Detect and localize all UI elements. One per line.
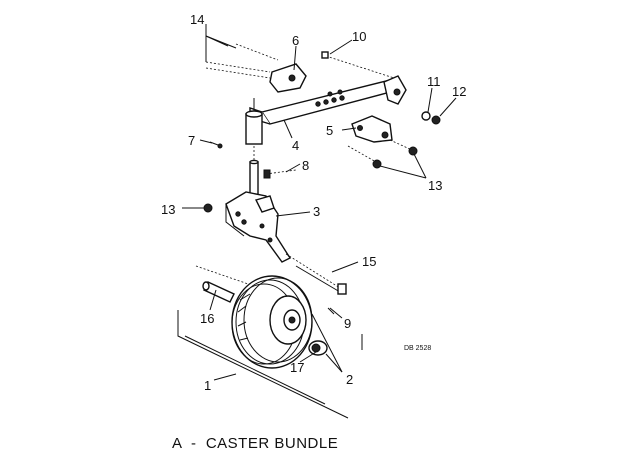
drawing-code: DB 2528 — [404, 345, 431, 352]
callout-6: 6 — [292, 33, 299, 48]
callout-5: 5 — [326, 123, 333, 138]
callout-12: 12 — [452, 84, 466, 99]
caster-wheel — [231, 275, 313, 369]
callout-13: 13 — [428, 178, 442, 193]
callout-1: 1 — [204, 378, 211, 393]
washer-11 — [421, 111, 431, 121]
bundle-bracket — [177, 310, 363, 419]
axle-bolt-15 — [285, 253, 347, 295]
callout-10: 10 — [352, 29, 366, 44]
callout-11: 11 — [427, 74, 441, 89]
callout-16: 16 — [200, 311, 214, 326]
caster-arm-4 — [249, 75, 407, 125]
callout-4: 4 — [292, 138, 299, 153]
callout-3: 3 — [313, 204, 320, 219]
nut-13-group — [203, 139, 418, 213]
bracket-6 — [269, 63, 307, 93]
callout-8: 8 — [302, 158, 309, 173]
callout-17: 17 — [290, 360, 304, 375]
callout-15: 15 — [362, 254, 376, 269]
bolt-10 — [321, 51, 395, 79]
callout-13-left: 13 — [161, 202, 175, 217]
spindle-shaft — [249, 146, 259, 197]
bracket-5 — [351, 115, 393, 143]
caster-fork-3 — [225, 191, 292, 263]
callout-14: 14 — [190, 12, 204, 27]
spindle-sleeve — [245, 98, 263, 145]
spacer-16 — [195, 265, 255, 303]
bearing-17 — [308, 340, 328, 356]
callout-2: 2 — [346, 372, 353, 387]
bearing-9 — [327, 307, 335, 315]
callout-7: 7 — [188, 133, 195, 148]
callout-9: 9 — [344, 316, 351, 331]
nut-12 — [431, 115, 441, 125]
leader-lines — [182, 24, 457, 381]
diagram-caption: A - CASTER BUNDLE — [172, 435, 338, 452]
bolt-8 — [263, 169, 297, 179]
bolt-14 — [205, 35, 279, 79]
